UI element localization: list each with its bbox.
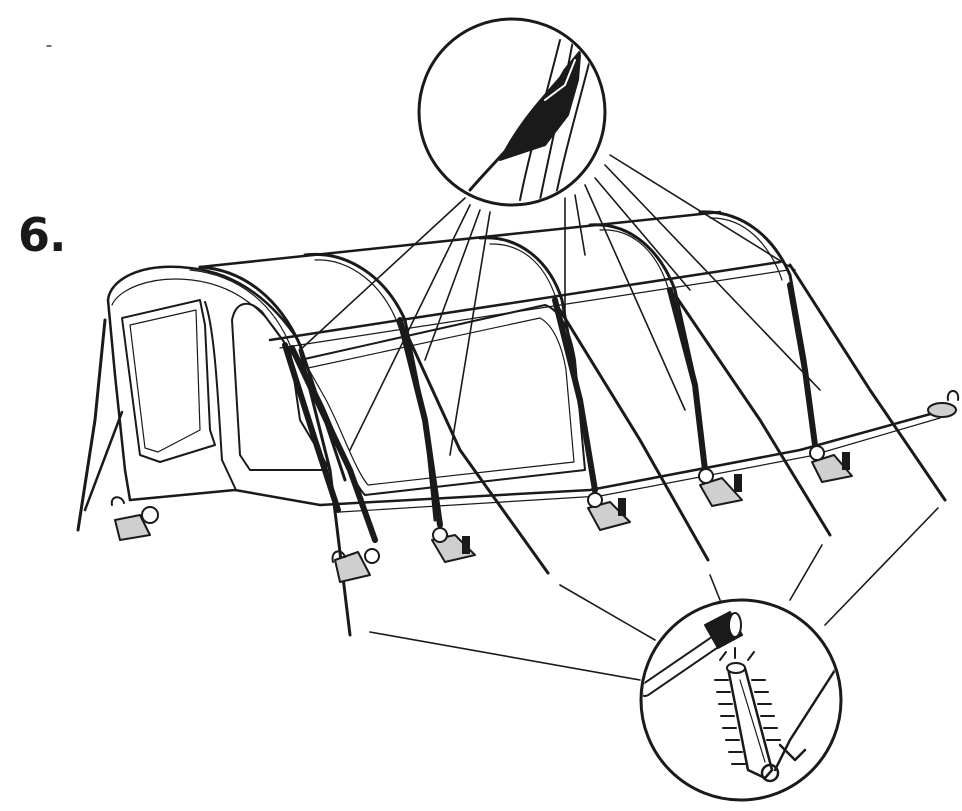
ridge-line-inner <box>279 269 789 349</box>
leader-bottom-1 <box>369 631 641 681</box>
arch-5-inner <box>709 217 783 281</box>
front-gable-arch <box>106 265 300 342</box>
peg-2 <box>431 527 476 563</box>
leader-bottom-3 <box>709 574 721 601</box>
tent-arches <box>189 210 817 522</box>
leader-top-4 <box>449 211 491 456</box>
peg-3 <box>587 492 631 531</box>
leader-lines-top <box>299 154 821 456</box>
arch-3 <box>478 236 597 502</box>
tent-bottom-edge <box>318 408 947 507</box>
side-panel-left <box>231 302 331 471</box>
peg-back-right <box>927 390 960 418</box>
arch-1-inner <box>189 269 293 351</box>
guy-front-left <box>76 318 107 532</box>
peg-4 <box>698 468 743 507</box>
arch-2 <box>303 252 437 522</box>
guy-5 <box>788 263 947 502</box>
peg-1 <box>331 548 380 583</box>
leader-top-10 <box>609 154 796 271</box>
ground-pegs <box>110 390 960 583</box>
guy-front-left-2 <box>83 410 124 512</box>
strap-1a <box>282 342 341 513</box>
arch-4-inner <box>599 229 671 296</box>
strap-4 <box>667 287 708 473</box>
strap-5 <box>787 282 818 448</box>
ridge-line-front <box>268 260 782 342</box>
strap-2 <box>397 317 443 528</box>
front-window-outer <box>121 299 216 463</box>
arch-2-inner <box>314 259 401 331</box>
arch-5 <box>698 210 817 447</box>
step-number: 6. <box>18 208 66 262</box>
strap-1b <box>289 345 378 543</box>
detail-circle-strap <box>417 17 607 207</box>
strap-3 <box>552 297 598 493</box>
leader-top-9 <box>604 164 821 391</box>
detail-circle-peg <box>639 598 843 802</box>
guy-2 <box>403 328 550 575</box>
leader-bottom-4 <box>789 544 823 601</box>
leader-top-7 <box>584 184 686 411</box>
leader-top-1 <box>299 197 466 351</box>
leader-top-3 <box>424 209 481 361</box>
leader-lines-bottom <box>369 507 939 681</box>
side-window-outer <box>299 304 586 496</box>
front-gable-left-edge <box>106 298 132 502</box>
side-window-inner <box>307 317 575 486</box>
front-gable-seam <box>204 301 237 491</box>
tension-straps <box>282 282 818 543</box>
peg-5 <box>809 445 853 483</box>
front-gable-bottom <box>128 488 322 507</box>
leader-bottom-5 <box>824 507 939 626</box>
arch-1 <box>198 265 347 482</box>
arch-3-inner <box>489 243 559 306</box>
peg-front-left <box>110 496 159 541</box>
guy-3 <box>558 308 710 562</box>
guy-4 <box>673 293 832 537</box>
leader-top-6 <box>574 194 586 256</box>
guy-1-long <box>298 348 352 637</box>
arch-4 <box>588 223 707 477</box>
leader-top-8 <box>594 177 691 291</box>
leader-top-2 <box>349 204 471 451</box>
leader-bottom-2 <box>559 584 656 641</box>
ridge-line-top <box>198 210 722 269</box>
front-window-inner <box>129 309 201 453</box>
